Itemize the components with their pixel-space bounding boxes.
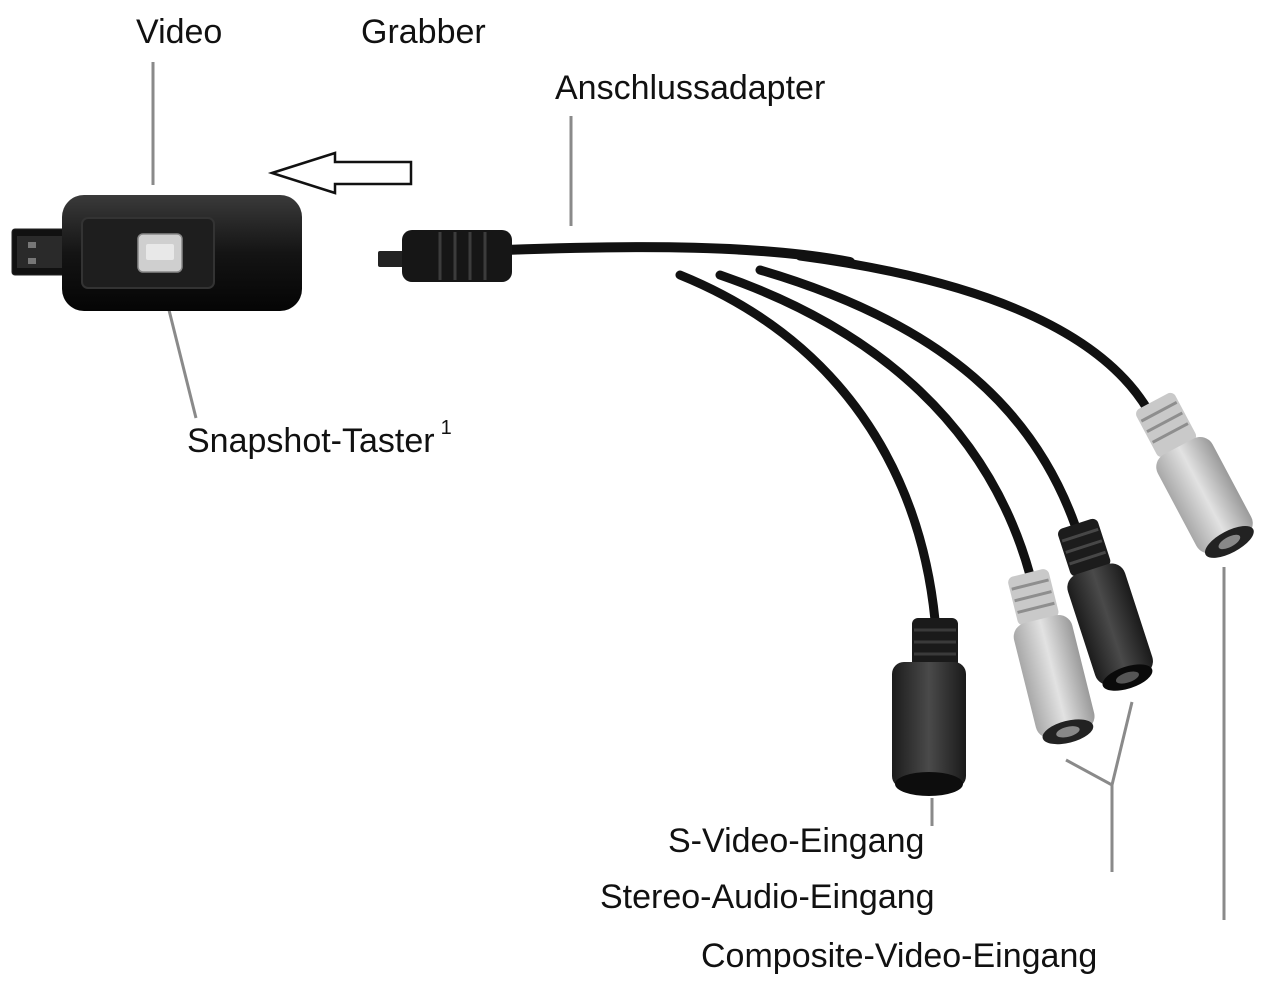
label-snapshot-footnote: 1 — [440, 417, 452, 439]
label-snapshot-text: Snapshot-Taster — [187, 422, 435, 460]
svideo-connector — [892, 618, 966, 796]
label-s-video-eingang: S-Video-Eingang — [668, 822, 925, 860]
stereo-connector-grey — [1008, 569, 1095, 745]
adapter-head — [378, 230, 512, 282]
insert-arrow — [267, 151, 413, 195]
composite-connector — [1136, 392, 1254, 558]
stereo-connector-dark — [1058, 518, 1153, 691]
usb-grabber-device — [11, 195, 302, 311]
label-video: Video — [136, 13, 223, 51]
label-grabber: Grabber — [361, 13, 486, 51]
label-anschlussadapter: Anschlussadapter — [555, 69, 826, 107]
cables — [500, 242, 1153, 625]
label-stereo-audio-eingang: Stereo-Audio-Eingang — [600, 878, 935, 916]
label-composite-video-eingang: Composite-Video-Eingang — [701, 937, 1098, 975]
